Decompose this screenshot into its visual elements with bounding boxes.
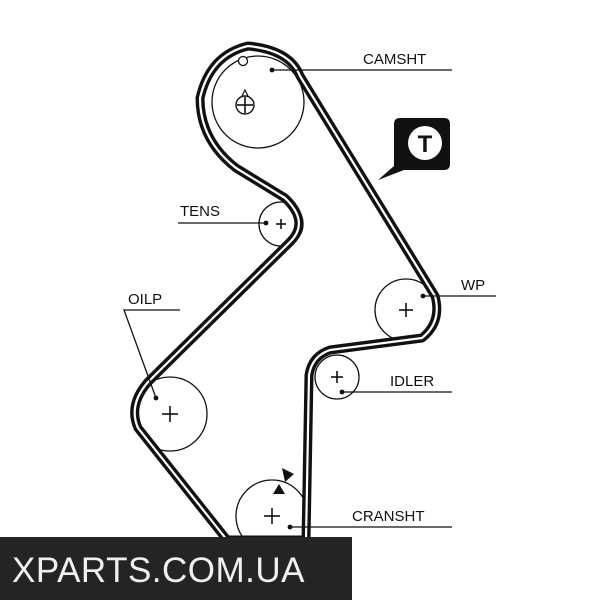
tensioner-leader bbox=[178, 220, 269, 226]
oil-pump-leader bbox=[123, 309, 180, 401]
watermark-banner: XPARTS.COM.UA bbox=[0, 537, 352, 600]
camshaft-center-mark-icon bbox=[235, 88, 255, 115]
water-pump-leader bbox=[420, 293, 496, 299]
idler-leader bbox=[339, 389, 452, 395]
tensioner-label: TENS bbox=[180, 203, 220, 220]
camshaft-leader bbox=[269, 67, 452, 73]
watermark-text: XPARTS.COM.UA bbox=[12, 551, 306, 590]
crankshaft-leader bbox=[287, 524, 452, 530]
camshaft-pulley bbox=[211, 55, 305, 149]
timing-belt bbox=[130, 41, 442, 545]
idler-label: IDLER bbox=[390, 373, 434, 390]
tensioner-badge-icon: T bbox=[378, 118, 450, 180]
idler-pulley bbox=[314, 354, 360, 400]
crankshaft-timing-arrow-icon bbox=[273, 468, 294, 494]
camshaft-label: CAMSHT bbox=[363, 51, 426, 68]
crankshaft-label: CRANSHT bbox=[352, 508, 425, 525]
water-pump-label: WP bbox=[461, 277, 485, 294]
oil-pump-label: OILP bbox=[128, 291, 162, 308]
badge-letter: T bbox=[418, 131, 433, 158]
timing-mark-icon bbox=[237, 55, 249, 67]
